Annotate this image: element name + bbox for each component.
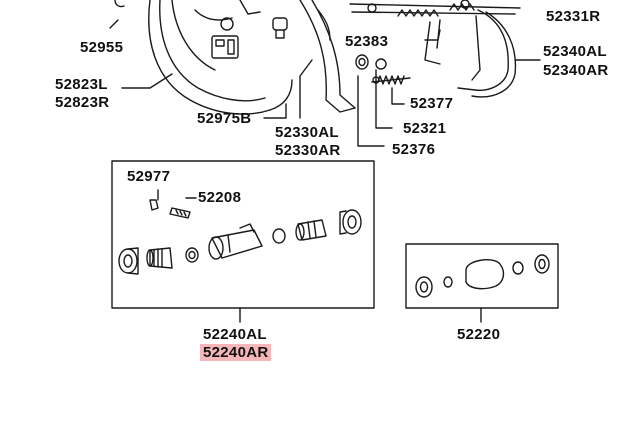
label-52321: 52321 bbox=[403, 120, 447, 137]
label-52208: 52208 bbox=[198, 189, 242, 206]
label-52975b: 52975B bbox=[197, 110, 252, 127]
label-52340al: 52340AL bbox=[543, 43, 607, 60]
leader-lines-top bbox=[109, 19, 541, 147]
repair-kit-parts-drawing bbox=[415, 254, 550, 298]
wheel-cylinder-parts-drawing bbox=[118, 189, 362, 275]
label-52330ar: 52330AR bbox=[275, 142, 341, 159]
label-52340ar: 52340AR bbox=[543, 62, 609, 79]
label-52823r: 52823R bbox=[55, 94, 110, 111]
label-52220: 52220 bbox=[457, 326, 501, 343]
label-52376: 52376 bbox=[392, 141, 436, 158]
brake-shoe-left-drawing bbox=[299, 0, 356, 113]
bolt-52975b-drawing bbox=[272, 17, 288, 39]
label-52977: 52977 bbox=[127, 168, 171, 185]
repair-kit-box bbox=[405, 243, 559, 323]
spring-assembly-drawing bbox=[349, 0, 521, 65]
label-52955: 52955 bbox=[80, 39, 124, 56]
wheel-cylinder-box bbox=[111, 160, 375, 323]
label-52331r: 52331R bbox=[546, 8, 601, 25]
label-52383: 52383 bbox=[345, 33, 389, 50]
label-52240ar: 52240AR bbox=[200, 344, 272, 361]
label-52330al: 52330AL bbox=[275, 124, 339, 141]
label-52240al: 52240AL bbox=[203, 326, 267, 343]
label-52823l: 52823L bbox=[55, 76, 108, 93]
backing-plate-drawing bbox=[114, 0, 293, 115]
label-52377: 52377 bbox=[410, 95, 454, 112]
hold-down-parts-drawing bbox=[355, 54, 411, 85]
brake-shoe-right-drawing bbox=[457, 9, 517, 98]
